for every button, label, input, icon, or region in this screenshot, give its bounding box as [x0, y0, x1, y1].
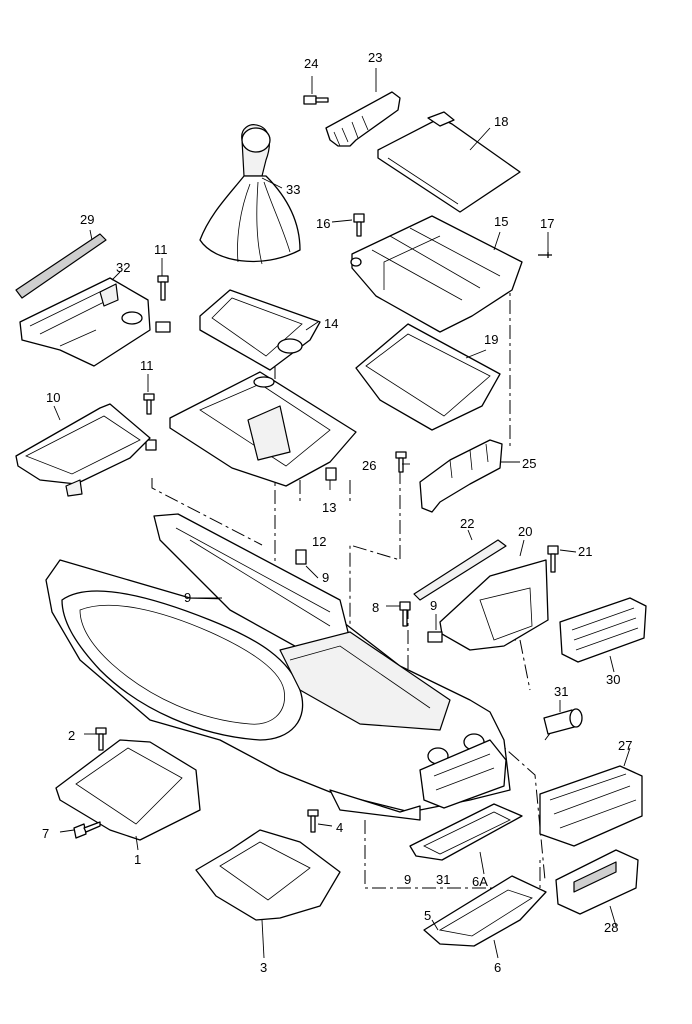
- callout-2: 2: [68, 728, 75, 743]
- callout-6a: 6A: [472, 874, 488, 889]
- callout-24: 24: [304, 56, 318, 71]
- callout-14: 14: [324, 316, 338, 331]
- callout-9-bottom: 9: [404, 872, 411, 887]
- bracket-25: [419, 439, 503, 513]
- callout-29: 29: [80, 212, 94, 227]
- strip-22: [413, 539, 507, 601]
- cover-20: [439, 559, 549, 651]
- trim-strip-29: [15, 233, 107, 299]
- storage-box-10: [15, 403, 151, 497]
- clip-9-right: [427, 631, 443, 643]
- callout-19: 19: [484, 332, 498, 347]
- mount-3: [195, 829, 341, 921]
- callout-23: 23: [368, 50, 382, 65]
- upper-insert-12: [169, 371, 357, 487]
- callout-5: 5: [424, 908, 431, 923]
- callout-3: 3: [260, 960, 267, 975]
- callout-22: 22: [460, 516, 474, 531]
- box-27: [539, 765, 643, 847]
- frame-14: [199, 289, 321, 371]
- bracket-23: [325, 91, 401, 147]
- clip-13: [325, 467, 337, 481]
- insert-6a: [409, 803, 523, 861]
- pin-17: [538, 252, 552, 258]
- center-console: [45, 513, 511, 821]
- clip-9-upper: [295, 549, 307, 565]
- callout-9-upper: 9: [322, 570, 329, 585]
- callout-27: 27: [618, 738, 632, 753]
- shift-boot-33: [199, 124, 301, 265]
- panel-32: [19, 277, 151, 367]
- callout-28: 28: [604, 920, 618, 935]
- callout-21: 21: [578, 544, 592, 559]
- screw-26: [395, 451, 407, 473]
- callout-30: 30: [606, 672, 620, 687]
- callout-11-lower: 11: [140, 358, 154, 373]
- callout-11-upper: 11: [154, 242, 168, 257]
- vent-30: [559, 597, 647, 663]
- screw-8: [399, 601, 411, 627]
- callout-10: 10: [46, 390, 60, 405]
- callout-32: 32: [116, 260, 130, 275]
- callout-7: 7: [42, 826, 49, 841]
- callout-16: 16: [316, 216, 330, 231]
- screw-4: [307, 809, 319, 833]
- callout-8: 8: [372, 600, 379, 615]
- callout-9-right: 9: [430, 598, 437, 613]
- callout-9-left: 9: [184, 590, 191, 605]
- bulb-31: [543, 708, 583, 735]
- callout-25: 25: [522, 456, 536, 471]
- callout-12: 12: [312, 534, 326, 549]
- callout-31-bottom: 31: [436, 872, 450, 887]
- tray-plate-18: [377, 111, 521, 213]
- tray-6: [423, 875, 547, 947]
- screw-2: [95, 727, 107, 751]
- carrier-15: [350, 215, 523, 333]
- callout-4: 4: [336, 820, 343, 835]
- callout-13: 13: [322, 500, 336, 515]
- callout-1: 1: [134, 852, 141, 867]
- callout-31-right: 31: [554, 684, 568, 699]
- screw-21: [547, 545, 559, 573]
- storage-bin-19: [355, 323, 501, 431]
- callout-15: 15: [494, 214, 508, 229]
- screw-7: [73, 821, 101, 839]
- screw-24: [303, 95, 329, 105]
- callout-labels: 24 23 18 33 29 16 15 17 11 32 14 19 11 1…: [42, 50, 632, 975]
- screw-16: [353, 213, 365, 237]
- callout-17: 17: [540, 216, 554, 231]
- screw-11-lower: [143, 393, 157, 451]
- screw-11-upper: [155, 275, 171, 333]
- base-frame-1: [55, 739, 201, 841]
- callout-20: 20: [518, 524, 532, 539]
- panel-28: [555, 849, 639, 915]
- callout-18: 18: [494, 114, 508, 129]
- callout-6: 6: [494, 960, 501, 975]
- callout-33: 33: [286, 182, 300, 197]
- leader-lines: [53, 68, 631, 959]
- callout-26: 26: [362, 458, 376, 473]
